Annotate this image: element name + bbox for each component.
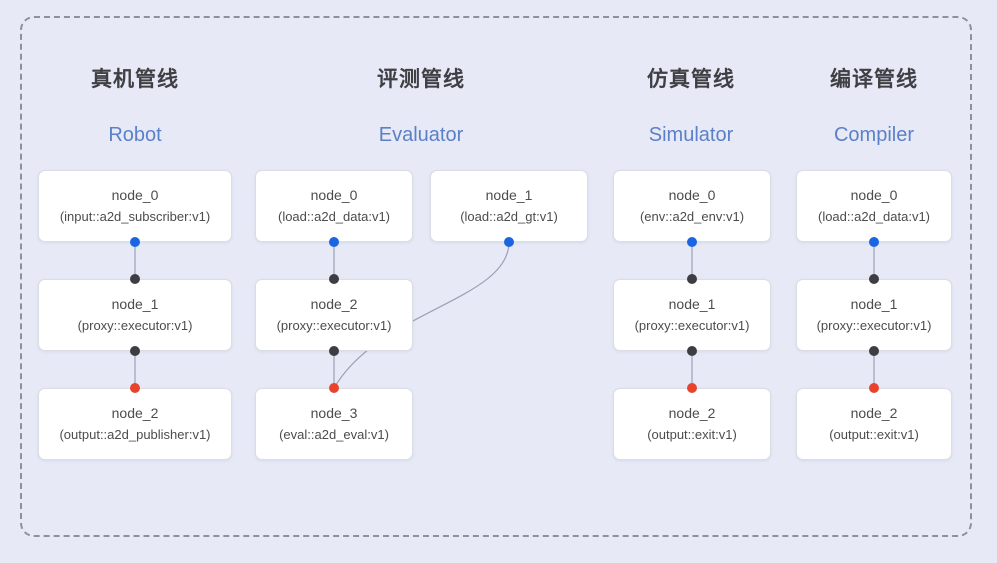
pipeline-title-zh-evaluator: 评测管线 (377, 68, 465, 91)
node-type-label: (input::a2d_subscriber:v1) (59, 208, 211, 224)
node-name-label: node_0 (850, 187, 898, 204)
pipeline-title-zh-robot: 真机管线 (91, 68, 179, 91)
node-name-label: node_0 (310, 187, 358, 204)
node-type-label: (eval::a2d_eval:v1) (279, 426, 389, 442)
node-box-compiler-node_1: node_1(proxy::executor:v1) (796, 279, 952, 351)
node-box-evaluator-node_2: node_2(proxy::executor:v1) (255, 279, 413, 351)
node-type-label: (load::a2d_data:v1) (817, 208, 931, 224)
node-type-label: (proxy::executor:v1) (77, 317, 193, 333)
node-box-simulator-node_1: node_1(proxy::executor:v1) (613, 279, 771, 351)
node-type-label: (output::exit:v1) (829, 426, 919, 442)
node-name-label: node_1 (485, 187, 533, 204)
pipeline-title-en-evaluator: Evaluator (378, 124, 464, 146)
node-type-label: (output::exit:v1) (647, 426, 737, 442)
node-box-robot-node_0: node_0(input::a2d_subscriber:v1) (38, 170, 232, 242)
node-name-label: node_2 (310, 296, 358, 313)
pipeline-title-en-simulator: Simulator (648, 124, 734, 146)
node-name-label: node_0 (111, 187, 159, 204)
node-type-label: (load::a2d_data:v1) (277, 208, 391, 224)
node-name-label: node_1 (111, 296, 159, 313)
node-box-evaluator-node_0: node_0(load::a2d_data:v1) (255, 170, 413, 242)
pipeline-title-en-robot: Robot (108, 124, 162, 146)
node-type-label: (load::a2d_gt:v1) (460, 208, 558, 224)
pipeline-title-en-compiler: Compiler (833, 124, 915, 146)
node-name-label: node_1 (850, 296, 898, 313)
node-box-robot-node_1: node_1(proxy::executor:v1) (38, 279, 232, 351)
node-name-label: node_2 (111, 405, 159, 422)
node-box-robot-node_2: node_2(output::a2d_publisher:v1) (38, 388, 232, 460)
node-type-label: (proxy::executor:v1) (634, 317, 750, 333)
node-box-compiler-node_2: node_2(output::exit:v1) (796, 388, 952, 460)
node-box-simulator-node_2: node_2(output::exit:v1) (613, 388, 771, 460)
pipeline-title-zh-simulator: 仿真管线 (647, 68, 735, 91)
node-type-label: (proxy::executor:v1) (276, 317, 392, 333)
node-name-label: node_1 (668, 296, 716, 313)
node-name-label: node_2 (850, 405, 898, 422)
node-name-label: node_2 (668, 405, 716, 422)
node-type-label: (proxy::executor:v1) (816, 317, 932, 333)
node-box-evaluator-node_1: node_1(load::a2d_gt:v1) (430, 170, 588, 242)
node-box-evaluator-node_3: node_3(eval::a2d_eval:v1) (255, 388, 413, 460)
node-name-label: node_3 (310, 405, 358, 422)
dashed-frame (20, 16, 972, 537)
node-name-label: node_0 (668, 187, 716, 204)
node-box-compiler-node_0: node_0(load::a2d_data:v1) (796, 170, 952, 242)
node-type-label: (env::a2d_env:v1) (639, 208, 745, 224)
node-box-simulator-node_0: node_0(env::a2d_env:v1) (613, 170, 771, 242)
node-type-label: (output::a2d_publisher:v1) (59, 426, 211, 442)
pipeline-title-zh-compiler: 编译管线 (830, 68, 918, 91)
